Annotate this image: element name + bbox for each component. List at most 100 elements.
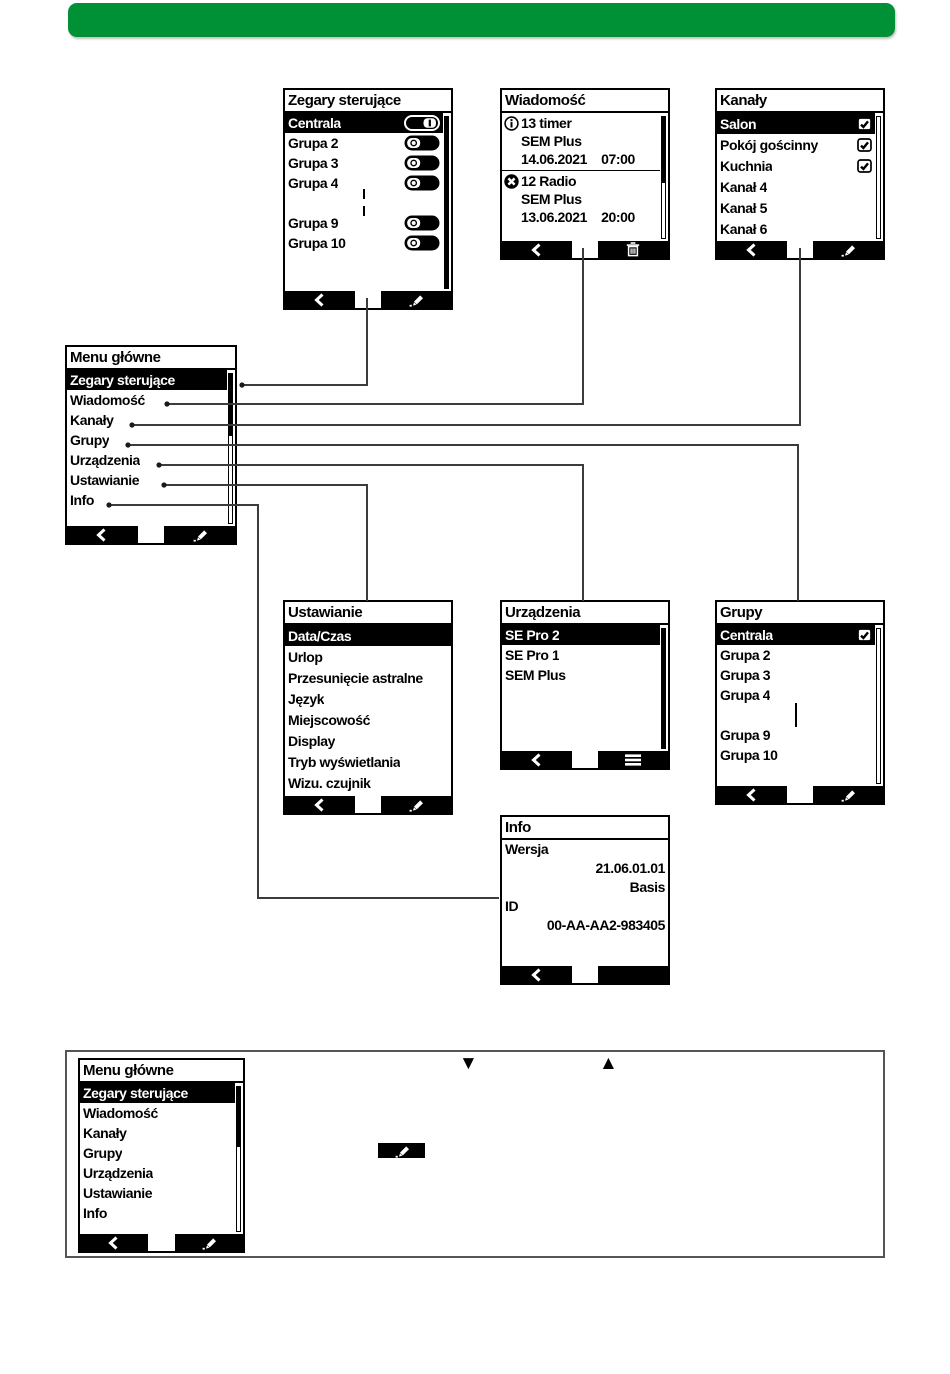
- checkbox-icon[interactable]: [857, 116, 872, 131]
- scroll-up-arrow[interactable]: ▲: [599, 1053, 618, 1074]
- list-item[interactable]: Zegary sterujące: [67, 370, 227, 390]
- chevron-left-icon: [744, 787, 760, 802]
- list-item[interactable]: Urządzenia: [67, 450, 227, 470]
- list-item[interactable]: Grupa 4: [717, 685, 875, 705]
- edit-button[interactable]: [174, 1234, 243, 1251]
- vline-icon[interactable]: [794, 701, 798, 729]
- list-item[interactable]: Grupa 4: [285, 173, 443, 193]
- edit-button[interactable]: [813, 241, 883, 258]
- list-item[interactable]: Kanał 6: [717, 218, 875, 239]
- list-item[interactable]: Grupa 9: [285, 213, 443, 233]
- list-item[interactable]: Salon: [717, 113, 875, 134]
- list-item[interactable]: Centrala: [717, 625, 875, 645]
- list-item[interactable]: Urządzenia: [80, 1163, 235, 1183]
- list-item[interactable]: [285, 189, 443, 216]
- list-item[interactable]: Kanał 5: [717, 197, 875, 218]
- scrollbar-track[interactable]: [876, 628, 881, 784]
- list-item[interactable]: Centrala: [285, 113, 443, 133]
- back-button[interactable]: [285, 796, 355, 813]
- list-item[interactable]: Info: [67, 490, 227, 510]
- list-item[interactable]: SE Pro 2: [502, 625, 660, 645]
- toggle-off-icon[interactable]: [404, 175, 440, 191]
- checkbox-icon[interactable]: [857, 158, 872, 173]
- list-item[interactable]: Kanał 4: [717, 176, 875, 197]
- blank-button[interactable]: [598, 966, 668, 983]
- back-button[interactable]: [67, 526, 138, 543]
- list-item[interactable]: Pokój gościnny: [717, 134, 875, 155]
- edit-button[interactable]: [813, 786, 883, 803]
- list-item[interactable]: Ustawianie: [67, 470, 227, 490]
- edit-button[interactable]: [381, 291, 451, 308]
- scrollbar-track[interactable]: [236, 1146, 241, 1232]
- toggle-on-icon[interactable]: [404, 115, 440, 131]
- toggle-off-icon[interactable]: [404, 215, 440, 231]
- list-item[interactable]: Grupy: [80, 1143, 235, 1163]
- list-item[interactable]: Kanały: [67, 410, 227, 430]
- list-item[interactable]: Miejscowość: [285, 709, 451, 730]
- list-item[interactable]: Język: [285, 688, 451, 709]
- info-line: 21.06.01.01: [595, 860, 665, 876]
- scrollbar-thumb[interactable]: [228, 373, 233, 435]
- list-item[interactable]: Kanały: [80, 1123, 235, 1143]
- scrollbar-track[interactable]: [876, 116, 881, 239]
- list-item[interactable]: SEM Plus: [502, 665, 660, 685]
- list-item[interactable]: Ustawianie: [80, 1183, 235, 1203]
- list-item[interactable]: Data/Czas: [285, 625, 451, 646]
- back-button[interactable]: [717, 786, 787, 803]
- list-item[interactable]: Grupa 3: [285, 153, 443, 173]
- back-button[interactable]: [80, 1234, 149, 1251]
- list-item[interactable]: Grupa 2: [717, 645, 875, 665]
- header-accent-bar: [68, 3, 895, 37]
- list-item[interactable]: Urlop: [285, 646, 451, 667]
- list-item-label: SE Pro 2: [505, 627, 560, 643]
- list-item[interactable]: Grupa 2: [285, 133, 443, 153]
- list-item[interactable]: Grupy: [67, 430, 227, 450]
- list-item[interactable]: Zegary sterujące: [80, 1083, 235, 1103]
- list-item[interactable]: Wiadomość: [80, 1103, 235, 1123]
- error-icon: [504, 173, 519, 189]
- list-item[interactable]: Info: [80, 1203, 235, 1223]
- edit-key-button[interactable]: [378, 1143, 425, 1158]
- toggle-off-icon[interactable]: [404, 235, 440, 251]
- list-item[interactable]: SE Pro 1: [502, 645, 660, 665]
- scrollbar-track[interactable]: [228, 435, 233, 524]
- list-item[interactable]: Kuchnia: [717, 155, 875, 176]
- vdots-icon[interactable]: [362, 187, 366, 219]
- edit-button[interactable]: [381, 796, 451, 813]
- scroll-down-arrow[interactable]: ▼: [459, 1053, 478, 1074]
- scrollbar-thumb[interactable]: [236, 1086, 241, 1146]
- back-button[interactable]: [502, 241, 572, 258]
- back-button[interactable]: [717, 241, 787, 258]
- back-button[interactable]: [502, 966, 572, 983]
- back-button[interactable]: [285, 291, 355, 308]
- list-item[interactable]: Grupa 10: [717, 745, 875, 765]
- list-item[interactable]: Przesunięcie astralne: [285, 667, 451, 688]
- list-item[interactable]: Wizu. czujnik: [285, 772, 451, 793]
- checkbox-icon[interactable]: [857, 137, 872, 152]
- list-item-label: Miejscowość: [288, 711, 370, 728]
- list-item-label: Grupy: [70, 432, 110, 448]
- menu-button[interactable]: [598, 751, 668, 768]
- back-button[interactable]: [502, 751, 572, 768]
- list-item[interactable]: Grupa 10: [285, 233, 443, 253]
- pencil-icon: [393, 1143, 411, 1158]
- list-item[interactable]: Display: [285, 730, 451, 751]
- list-item[interactable]: Wiadomość: [67, 390, 227, 410]
- checkbox-icon[interactable]: [857, 628, 872, 642]
- list-item-label: Grupa 2: [288, 135, 339, 151]
- toggle-off-icon[interactable]: [404, 135, 440, 151]
- list-item[interactable]: Grupa 3: [717, 665, 875, 685]
- scrollbar[interactable]: [444, 116, 449, 289]
- scrollbar-track[interactable]: [661, 182, 666, 239]
- list-item[interactable]: Tryb wyświetlania: [285, 751, 451, 772]
- list-item[interactable]: Grupa 9: [717, 725, 875, 745]
- scrollbar-thumb[interactable]: [661, 116, 666, 182]
- edit-button[interactable]: [164, 526, 235, 543]
- delete-button[interactable]: [598, 241, 668, 258]
- list-item[interactable]: [717, 703, 875, 727]
- scrollbar[interactable]: [661, 628, 666, 749]
- toggle-off-icon[interactable]: [404, 155, 440, 171]
